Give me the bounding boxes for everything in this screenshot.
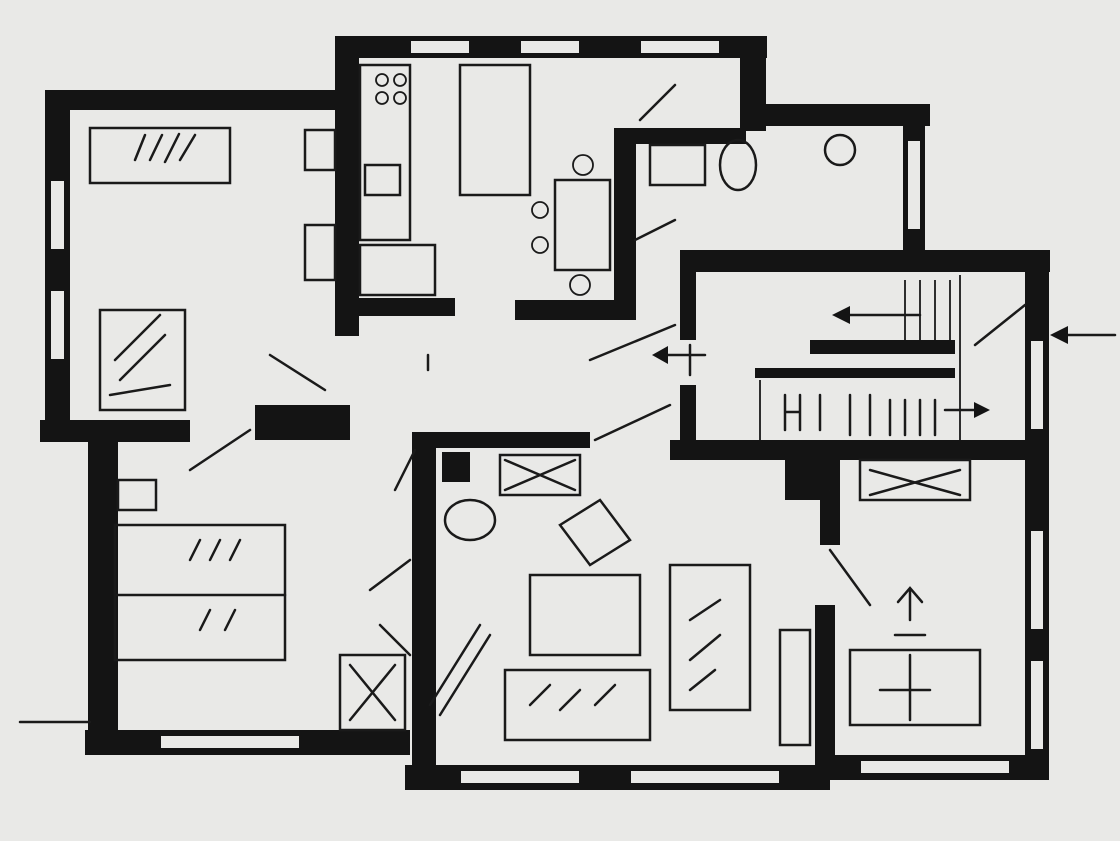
up-arrow-icon bbox=[893, 586, 927, 637]
furniture bbox=[88, 63, 982, 747]
stairs bbox=[755, 275, 961, 440]
stair-direction-arrow-icon bbox=[652, 306, 990, 418]
entrance-arrow-icon bbox=[1050, 326, 1117, 344]
windows bbox=[49, 39, 1045, 785]
doors bbox=[188, 83, 1027, 657]
